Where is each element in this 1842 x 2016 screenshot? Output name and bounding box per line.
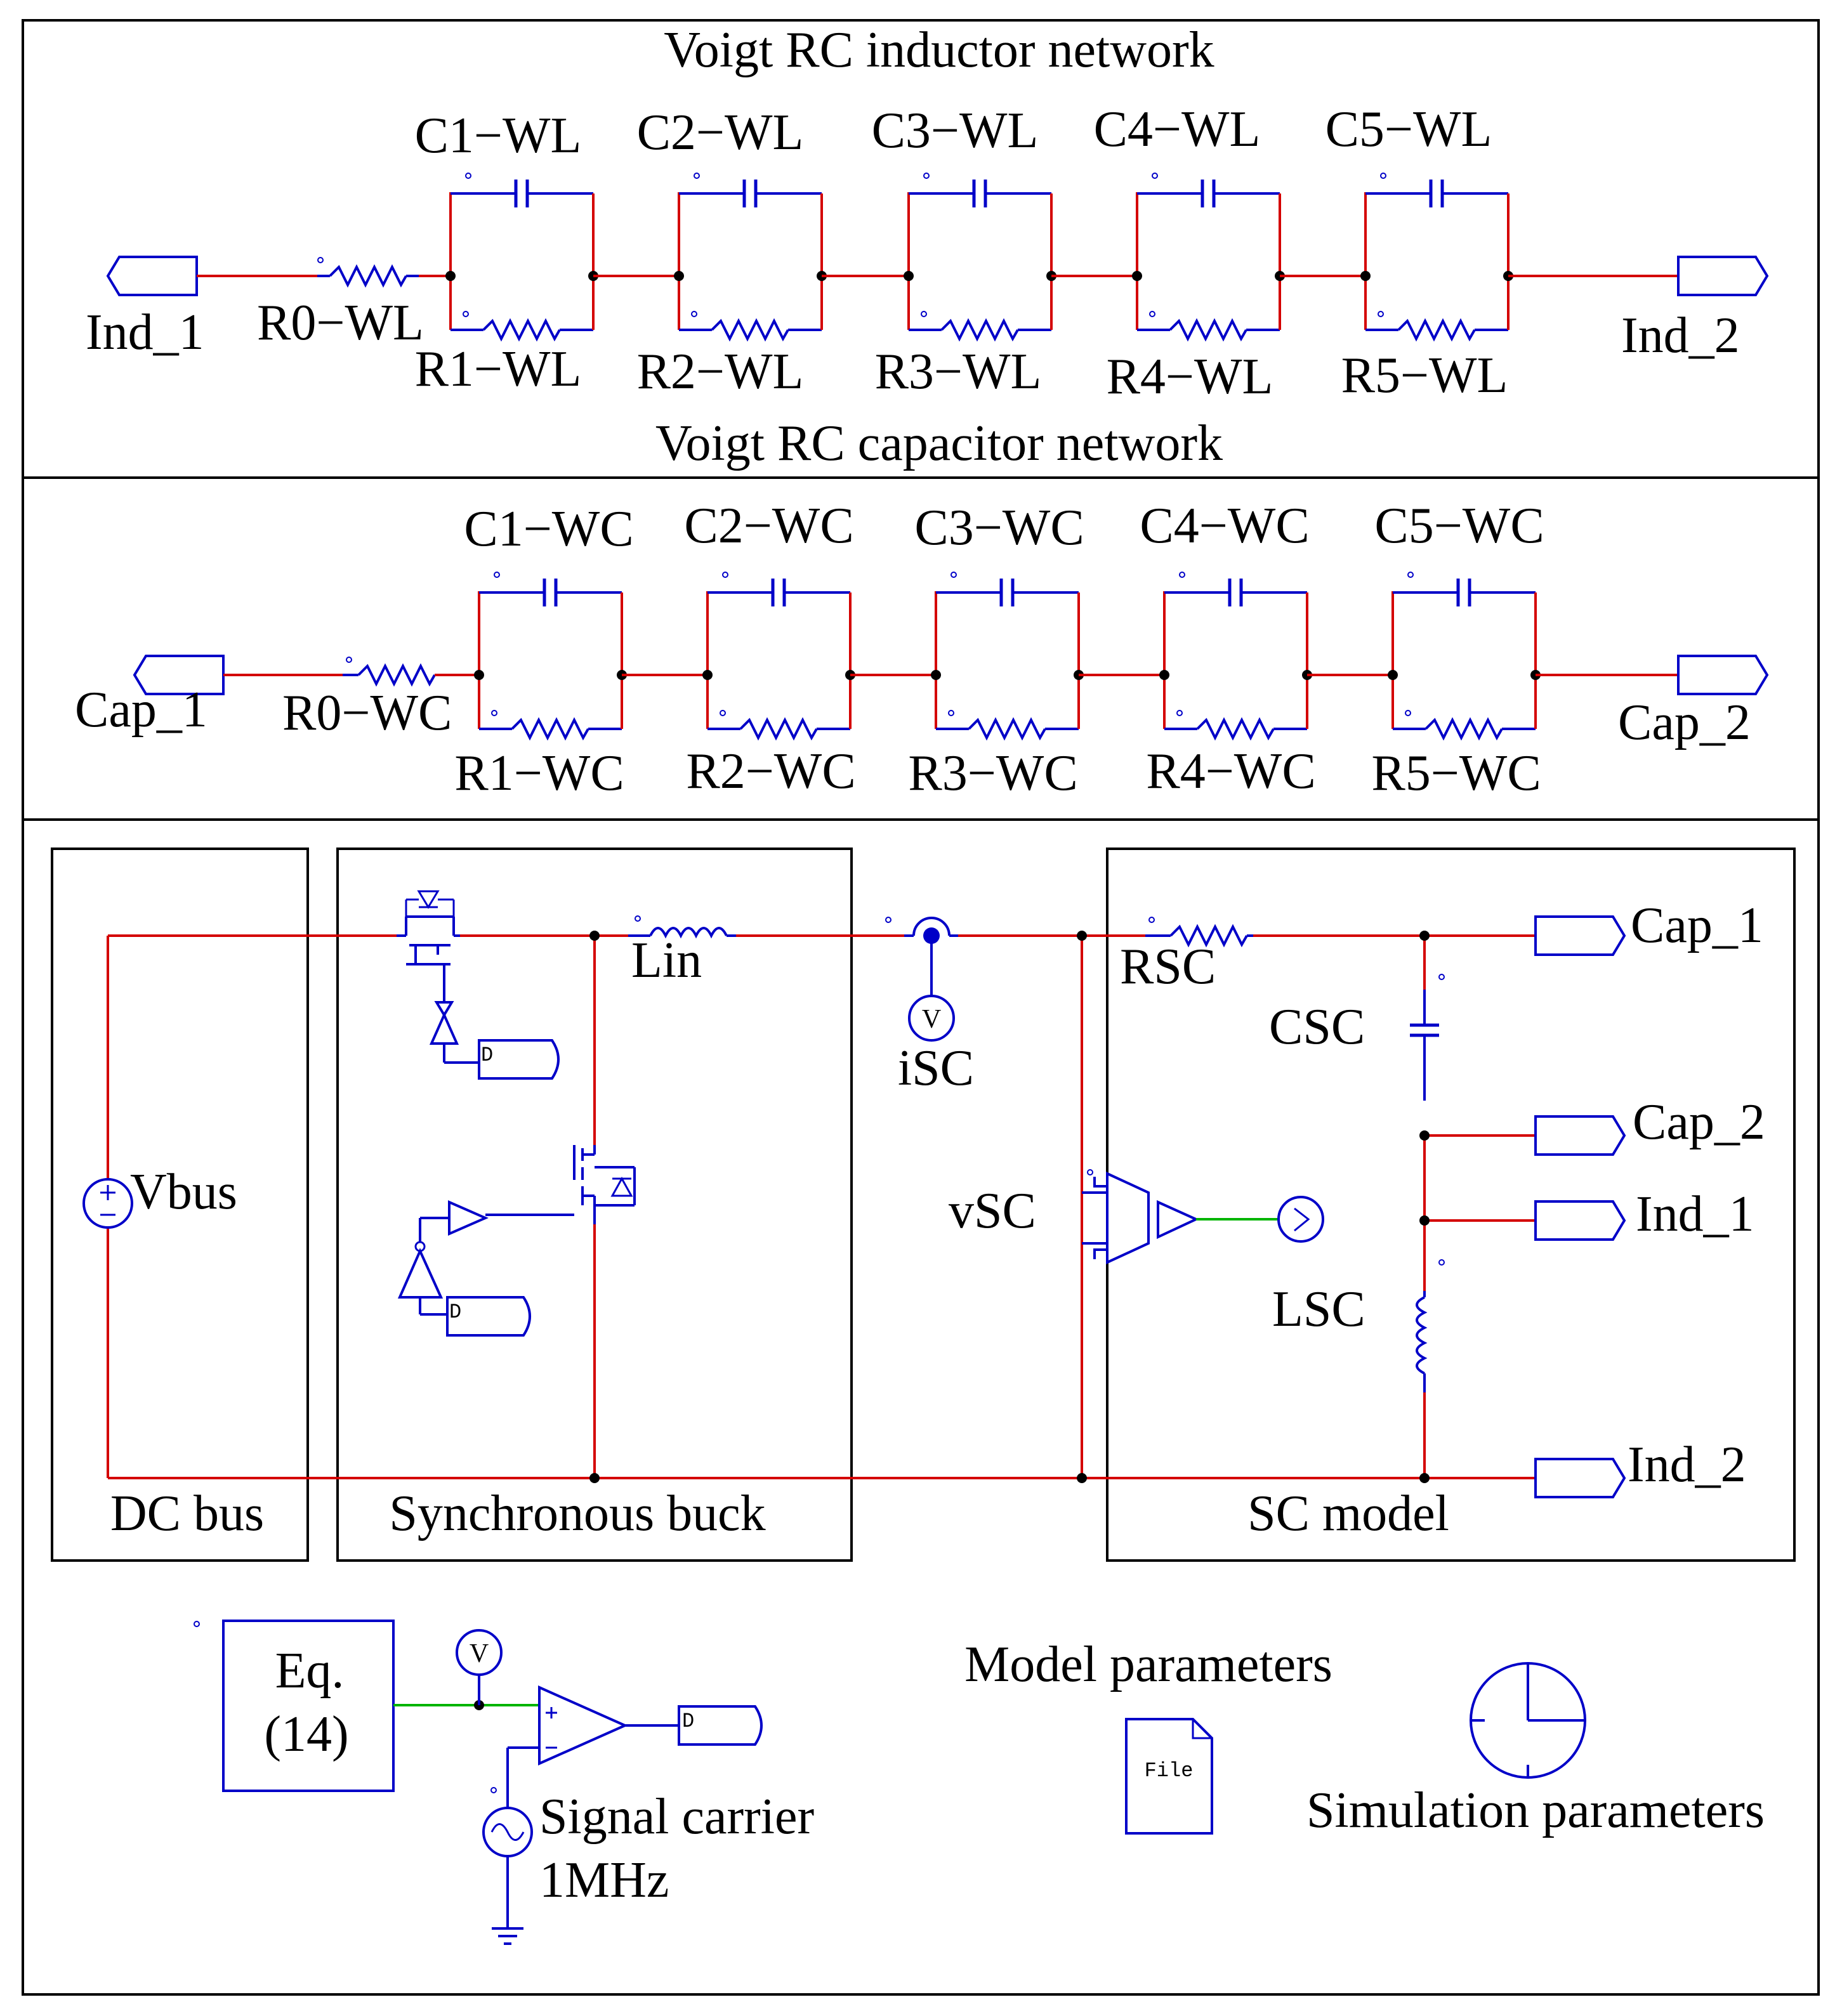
isc-label: iSC bbox=[898, 1040, 974, 1096]
sc-cap1-port-icon bbox=[1534, 915, 1626, 956]
r4-wl-label: R4−WL bbox=[1107, 349, 1273, 405]
high-side-mosfet-icon bbox=[397, 890, 460, 965]
c3-wc-label: C3−WC bbox=[914, 500, 1084, 556]
cap1-port-label: Cap_1 bbox=[75, 682, 207, 738]
sc-cap2-label: Cap_2 bbox=[1633, 1094, 1765, 1150]
model-parameters-label: Model parameters bbox=[964, 1637, 1332, 1692]
ind2-port-icon bbox=[1677, 256, 1768, 296]
dc-bus-box bbox=[51, 848, 309, 1562]
c2-wc-label: C2−WC bbox=[684, 498, 853, 554]
inverter-icon bbox=[397, 1248, 444, 1299]
svg-text:D: D bbox=[481, 1044, 493, 1067]
vbus-source-icon bbox=[82, 1178, 133, 1229]
c1-wl-label: C1−WL bbox=[415, 108, 582, 164]
low-side-mosfet-icon bbox=[573, 1145, 636, 1224]
lsc-label: LSC bbox=[1272, 1281, 1365, 1337]
r3-wl-label: R3−WL bbox=[875, 344, 1042, 400]
outer-frame bbox=[22, 19, 1820, 1996]
inductor-network: Voigt RC inductor network Ind_1 R0−WL C1… bbox=[86, 22, 1768, 405]
sc-cap1-label: Cap_1 bbox=[1631, 898, 1763, 953]
c2-wl-label: C2−WL bbox=[637, 105, 804, 160]
r3-wc-label: R3−WC bbox=[908, 745, 1077, 801]
voltage-meter-icon bbox=[1277, 1196, 1324, 1243]
csc-label: CSC bbox=[1269, 999, 1365, 1055]
r0-wl-label: R0−WL bbox=[257, 295, 424, 351]
c4-wl-label: C4−WL bbox=[1094, 101, 1261, 157]
vsc-label: vSC bbox=[949, 1183, 1036, 1239]
comparator-icon bbox=[538, 1685, 628, 1766]
svg-text:D: D bbox=[682, 1710, 694, 1733]
ind1-port-icon bbox=[107, 256, 198, 296]
current-probe-v-symbol: V bbox=[922, 1005, 941, 1034]
sc-ind1-port-icon bbox=[1534, 1200, 1626, 1241]
sc-ind2-port-icon bbox=[1534, 1458, 1626, 1498]
rsc-label: RSC bbox=[1120, 939, 1216, 995]
ground-icon bbox=[492, 1927, 523, 1945]
r2-wc-label: R2−WC bbox=[686, 743, 855, 799]
lin-inductor-icon bbox=[628, 915, 736, 939]
c3-wl-label: C3−WL bbox=[872, 103, 1039, 159]
r0-wc-label: R0−WC bbox=[282, 685, 452, 741]
high-side-driver-icon bbox=[429, 1012, 459, 1045]
capacitor-network: Voigt RC capacitor network Cap_1 R0−WC C… bbox=[75, 416, 1768, 801]
file-icon[interactable]: File bbox=[1125, 1718, 1213, 1835]
sc-ind2-label: Ind_2 bbox=[1628, 1437, 1746, 1493]
cap2-port-label: Cap_2 bbox=[1618, 695, 1751, 750]
modulator-probe-v-symbol: V bbox=[470, 1639, 489, 1668]
cap2-port-icon bbox=[1677, 655, 1768, 695]
control-section: Eq. (14) V D Signal carr bbox=[194, 1620, 1765, 1945]
capacitor-network-title: Voigt RC capacitor network bbox=[655, 416, 1223, 471]
clock-icon[interactable] bbox=[1470, 1662, 1586, 1779]
csc-capacitor-icon bbox=[1410, 974, 1445, 1101]
vbus-label: Vbus bbox=[130, 1164, 237, 1220]
r1-wc-label: R1−WC bbox=[454, 745, 624, 801]
current-probe-icon: V bbox=[885, 917, 958, 1042]
carrier-line2: 1MHz bbox=[539, 1852, 669, 1908]
sc-cap2-port-icon bbox=[1534, 1115, 1626, 1156]
ind1-port-label: Ind_1 bbox=[86, 304, 204, 360]
buck-box bbox=[336, 848, 853, 1562]
simulation-parameters-label: Simulation parameters bbox=[1306, 1783, 1765, 1838]
lin-label: Lin bbox=[631, 933, 702, 988]
equation-line2: (14) bbox=[264, 1706, 348, 1762]
r5-wc-label: R5−WC bbox=[1371, 745, 1541, 801]
converter-section: Vbus DC bus D bbox=[51, 848, 1796, 1562]
c1-wc-label: C1−WC bbox=[464, 501, 633, 557]
high-side-gate-port-icon bbox=[478, 1039, 560, 1080]
low-side-gate-port-icon bbox=[446, 1296, 531, 1337]
low-side-driver-icon bbox=[448, 1200, 489, 1236]
pwm-output-port-icon bbox=[678, 1705, 763, 1746]
r0-wl-resistor-icon bbox=[329, 266, 407, 286]
file-icon-text: File bbox=[1145, 1759, 1194, 1783]
buck-title: Synchronous buck bbox=[389, 1486, 765, 1541]
carrier-line1: Signal carrier bbox=[539, 1789, 814, 1845]
r5-wl-label: R5−WL bbox=[1341, 348, 1508, 403]
r4-wc-label: R4−WC bbox=[1146, 743, 1315, 799]
lsc-inductor-icon bbox=[1416, 1259, 1445, 1392]
r1-wl-label: R1−WL bbox=[415, 341, 582, 397]
svg-text:D: D bbox=[449, 1300, 461, 1324]
inductor-network-title: Voigt RC inductor network bbox=[664, 22, 1214, 78]
sc-model-title: SC model bbox=[1247, 1486, 1449, 1541]
sc-ind1-label: Ind_1 bbox=[1636, 1186, 1754, 1242]
ind2-port-label: Ind_2 bbox=[1621, 308, 1740, 363]
carrier-source-icon bbox=[482, 1807, 533, 1857]
voltage-sensor-icon bbox=[1082, 1169, 1199, 1265]
r0-wc-resistor-icon bbox=[357, 665, 436, 685]
r2-wl-label: R2−WL bbox=[637, 344, 804, 400]
c5-wl-label: C5−WL bbox=[1326, 101, 1492, 157]
modulator-probe-icon: V bbox=[456, 1629, 503, 1676]
c5-wc-label: C5−WC bbox=[1374, 498, 1544, 554]
c4-wc-label: C4−WC bbox=[1140, 498, 1309, 554]
equation-line1: Eq. bbox=[275, 1643, 345, 1699]
dc-bus-title: DC bus bbox=[110, 1486, 264, 1541]
